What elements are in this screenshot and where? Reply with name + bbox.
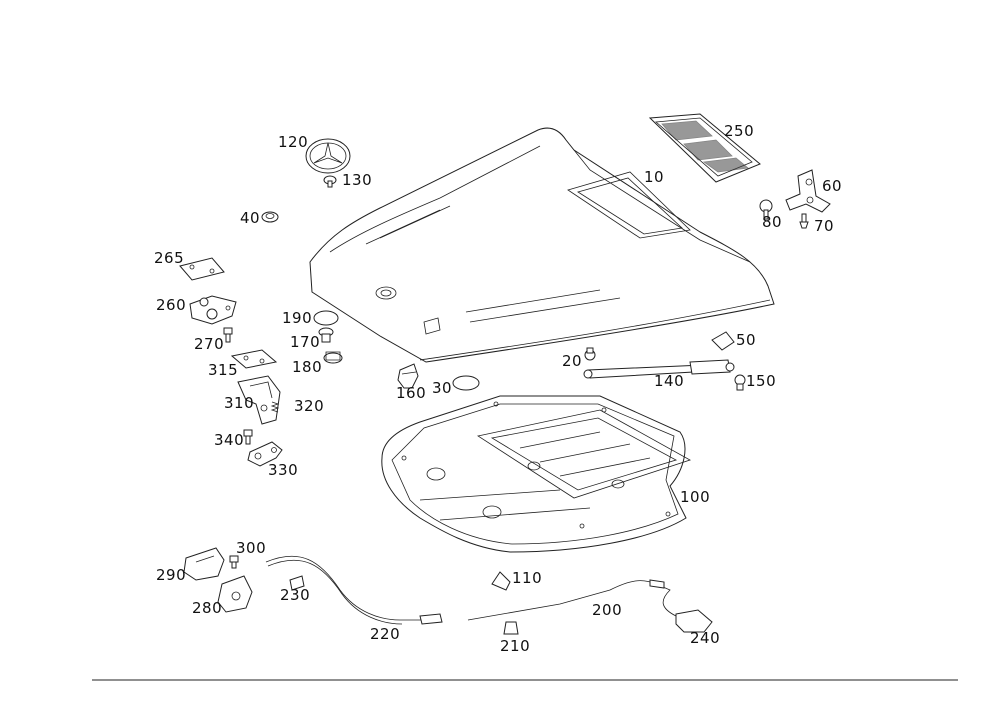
label-170: 170 <box>290 333 320 351</box>
buffer-50 <box>711 331 735 351</box>
ball-stud-150 <box>734 374 746 391</box>
clip-210 <box>503 621 519 635</box>
star-emblem <box>305 138 351 174</box>
part-labels: 10 20 30 40 50 60 70 80 100 110 120 130 … <box>154 122 842 655</box>
label-340: 340 <box>214 431 244 449</box>
vent-grille <box>648 113 761 183</box>
bolt-270 <box>223 327 233 343</box>
seal-190 <box>313 310 339 326</box>
label-240: 240 <box>690 629 720 647</box>
insulation-mat <box>381 395 691 553</box>
hood-panel <box>309 127 775 363</box>
lock-catch-310 <box>237 375 281 425</box>
label-250: 250 <box>724 122 754 140</box>
label-150: 150 <box>746 372 776 390</box>
lock-bracket-260 <box>189 295 237 325</box>
ball-stud-20 <box>584 347 596 361</box>
release-cable-200 <box>467 579 677 621</box>
label-120: 120 <box>278 133 308 151</box>
bracket-280 <box>217 575 253 613</box>
label-180: 180 <box>292 358 322 376</box>
label-330: 330 <box>268 461 298 479</box>
label-265: 265 <box>154 249 184 267</box>
label-280: 280 <box>192 599 222 617</box>
label-110: 110 <box>512 569 542 587</box>
label-300: 300 <box>236 539 266 557</box>
handle-240 <box>675 609 713 633</box>
label-70: 70 <box>814 217 834 235</box>
label-190: 190 <box>282 309 312 327</box>
label-130: 130 <box>342 171 372 189</box>
gas-strut-140 <box>583 359 735 379</box>
label-160: 160 <box>396 384 426 402</box>
bracket-330 <box>247 441 283 467</box>
label-60: 60 <box>822 177 842 195</box>
label-40: 40 <box>240 209 260 227</box>
label-220: 220 <box>370 625 400 643</box>
label-100: 100 <box>680 488 710 506</box>
hood-hinge <box>785 169 831 213</box>
hinge-bolt-70 <box>799 213 809 229</box>
plate-315 <box>230 349 278 369</box>
seal-30 <box>452 375 480 391</box>
cable-clip-110 <box>491 571 511 591</box>
buffer-170 <box>318 327 334 343</box>
label-310: 310 <box>224 394 254 412</box>
label-30: 30 <box>432 379 452 397</box>
label-210: 210 <box>500 637 530 655</box>
label-80: 80 <box>762 213 782 231</box>
label-140: 140 <box>654 372 684 390</box>
label-270: 270 <box>194 335 224 353</box>
bolt-340 <box>243 429 253 445</box>
bump-stop-40 <box>261 211 279 223</box>
label-260: 260 <box>156 296 186 314</box>
label-230: 230 <box>280 586 310 604</box>
release-cable-220 <box>265 555 443 625</box>
label-290: 290 <box>156 566 186 584</box>
spring-320 <box>270 401 280 413</box>
label-20: 20 <box>562 352 582 370</box>
release-lever-290 <box>183 547 225 581</box>
screw-300 <box>229 555 239 569</box>
label-315: 315 <box>208 361 238 379</box>
buffer-180 <box>323 351 343 364</box>
pad-265 <box>179 257 225 281</box>
label-200: 200 <box>592 601 622 619</box>
emblem-clip <box>323 175 337 188</box>
clip-160 <box>397 363 419 389</box>
label-10: 10 <box>644 168 664 186</box>
label-320: 320 <box>294 397 324 415</box>
clip-230 <box>289 575 305 591</box>
hinge-bolt-80 <box>759 199 773 220</box>
label-50: 50 <box>736 331 756 349</box>
